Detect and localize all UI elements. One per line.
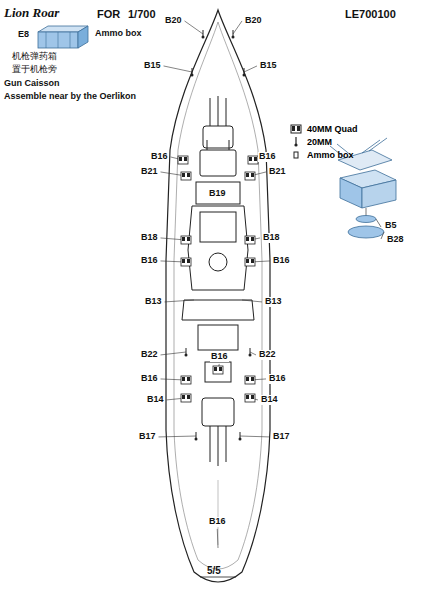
callout-number: B20 [164, 16, 183, 26]
aft-turret [202, 398, 234, 466]
20mm-symbol [191, 68, 194, 77]
hull-outline [166, 10, 270, 582]
part-name: Ammo box [95, 29, 142, 39]
note-en: Gun Caisson [4, 79, 60, 89]
callout-number: B16 [272, 256, 291, 266]
quad-40mm-symbol [248, 156, 258, 164]
quad-40mm-symbol [181, 172, 191, 180]
quad-40mm-symbol [213, 366, 223, 374]
callout-number: B22 [258, 350, 277, 360]
leader-line [185, 21, 203, 34]
legend-row: 20MM [288, 135, 358, 148]
20mm-symbol [185, 348, 188, 357]
note-cn: 机枪弹药箱 [12, 52, 57, 62]
leader-line [233, 21, 242, 34]
leader-line [165, 300, 194, 302]
callout-number: B17 [272, 432, 291, 442]
leader-line [217, 529, 219, 548]
quad-40mm-symbol [181, 236, 191, 244]
logo: Lion Roar [4, 6, 59, 20]
quad-40mm-symbol [178, 156, 188, 164]
callout-number: B14 [146, 395, 165, 405]
callout-number: B13 [144, 297, 163, 307]
quad-40mm-symbol [181, 394, 191, 402]
leader-line [161, 238, 186, 240]
leader-line [159, 436, 196, 438]
20mm-symbol [239, 432, 242, 441]
note-cn: 置于机枪旁 [12, 65, 57, 75]
scale-text: 1/700 [128, 8, 156, 20]
20mm-symbol [243, 68, 246, 77]
callout-number: B16 [210, 352, 229, 362]
callout-number: B16 [258, 152, 277, 162]
symbol-legend: 40MM Quad 20MM Ammo box [288, 122, 358, 161]
ammo-box-picture [38, 26, 88, 48]
leader-line [161, 352, 186, 355]
callout-number: B16 [150, 152, 169, 162]
quad-40mm-symbol [245, 236, 255, 244]
callout-number: B13 [264, 297, 283, 307]
callout-number: B14 [260, 395, 279, 405]
callout-number: B21 [268, 167, 287, 177]
legend-symbol [288, 136, 304, 148]
20mm-symbol [202, 30, 205, 39]
legend-symbol [288, 123, 304, 135]
quad-40mm-symbol [245, 394, 255, 402]
legend-text: Ammo box [307, 150, 354, 160]
callout-number: B15 [259, 61, 278, 71]
kit-number: LE700100 [345, 8, 396, 20]
leader-line [244, 66, 257, 72]
callout-number: B16 [140, 374, 159, 384]
legend-symbol [288, 149, 304, 161]
callout-number: B16 [208, 517, 227, 527]
page-rule [200, 577, 236, 578]
callout-number: B17 [138, 432, 157, 442]
callout-number: B16 [140, 256, 159, 266]
20mm-symbol [195, 432, 198, 441]
leader-line [164, 66, 192, 72]
legend-row: 40MM Quad [288, 122, 358, 135]
header-text: FOR [97, 8, 120, 20]
superstructure [182, 182, 254, 382]
callout-number: B19 [208, 189, 227, 199]
part-number: E8 [18, 30, 29, 40]
leader-line [240, 436, 270, 438]
callout-number: B28 [386, 235, 405, 245]
legend-text: 20MM [307, 137, 332, 147]
callout-number: B18 [140, 233, 159, 243]
legend-row: Ammo box [288, 148, 358, 161]
quad-40mm-symbol [181, 258, 191, 266]
20mm-symbol [232, 30, 235, 39]
forward-turret [200, 96, 236, 176]
callout-number: B15 [143, 61, 162, 71]
leader-line [171, 157, 183, 160]
callout-number: B20 [244, 16, 263, 26]
20mm-symbol [249, 348, 252, 357]
quad-40mm-symbol [181, 376, 191, 384]
legend-text: 40MM Quad [307, 124, 358, 134]
quad-40mm-symbol [245, 172, 255, 180]
deck-edge [174, 22, 262, 569]
leader-line [242, 300, 262, 302]
page-number: 5/5 [207, 565, 221, 576]
callout-number: B22 [140, 350, 159, 360]
callout-number: B5 [384, 221, 398, 231]
note-en: Assemble near by the Oerlikon [4, 92, 136, 102]
quad-40mm-symbol [245, 376, 255, 384]
callout-number: B18 [262, 233, 281, 243]
callout-number: B16 [268, 374, 287, 384]
callout-number: B21 [140, 167, 159, 177]
quad-40mm-symbol [245, 258, 255, 266]
